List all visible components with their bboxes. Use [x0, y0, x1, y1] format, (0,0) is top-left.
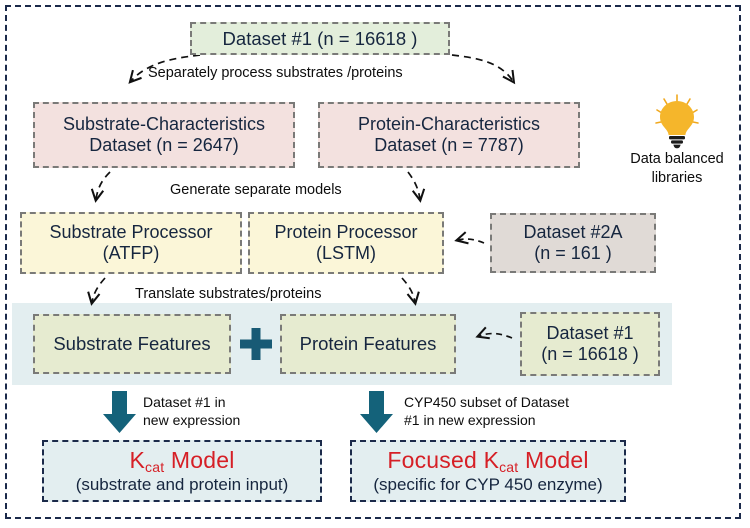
node-substrate-characteristics-line2: Dataset (n = 2647): [89, 135, 239, 155]
node-substrate-characteristics[interactable]: Substrate-Characteristics Dataset (n = 2…: [33, 102, 295, 168]
node-focused-kcat-model[interactable]: Focused Kcat Model (specific for CYP 450…: [350, 440, 626, 502]
node-protein-features-line1: Protein Features: [299, 333, 437, 355]
node-substrate-features-line1: Substrate Features: [53, 333, 211, 355]
node-dataset1-features-line2: (n = 16618 ): [541, 344, 639, 364]
node-protein-processor-line2: (LSTM): [316, 243, 376, 263]
node-kcat-model-subtitle: (substrate and protein input): [75, 475, 289, 495]
node-protein-processor-line1: Protein Processor: [274, 221, 418, 242]
bulb-note-line1: Data balanced: [630, 151, 724, 167]
node-dataset2a-line2: (n = 161 ): [534, 243, 612, 263]
node-substrate-characteristics-line1: Substrate-Characteristics: [62, 113, 266, 134]
node-kcat-model-title: Kcat Model: [129, 446, 235, 475]
label-translate-substrates-proteins: Translate substrates/proteins: [135, 286, 322, 302]
node-dataset1-top[interactable]: Dataset #1 (n = 16618 ): [190, 22, 450, 55]
node-substrate-processor-line2: (ATFP): [102, 243, 160, 263]
node-kcat-model[interactable]: Kcat Model (substrate and protein input): [42, 440, 322, 502]
node-substrate-features[interactable]: Substrate Features: [33, 314, 231, 374]
arrow-note-right-line1: CYP450 subset of Dataset: [404, 394, 569, 410]
arrow-note-left-line2: new expression: [143, 412, 241, 429]
plus-icon: [236, 324, 276, 364]
label-generate-separate-models: Generate separate models: [170, 182, 342, 198]
label-separately-process: Separately process substrates /proteins: [148, 65, 403, 81]
node-dataset2a-line1: Dataset #2A: [523, 221, 623, 242]
arrow-note-right: CYP450 subset of Dataset #1 in new expre…: [404, 393, 569, 430]
node-kcat-model-title-sub: cat: [145, 458, 165, 475]
node-kcat-model-title-suffix: Model: [164, 446, 235, 473]
node-kcat-model-title-prefix: K: [129, 446, 146, 473]
node-dataset2a[interactable]: Dataset #2A (n = 161 ): [490, 213, 656, 273]
arrow-note-left: Dataset #1 in new expression: [143, 393, 240, 430]
node-focused-kcat-model-subtitle: (specific for CYP 450 enzyme): [373, 475, 603, 495]
node-protein-characteristics-line1: Protein-Characteristics: [357, 113, 541, 134]
node-focused-kcat-model-title-prefix: Focused K: [387, 446, 500, 473]
node-protein-characteristics-line2: Dataset (n = 7787): [374, 135, 524, 155]
outer-frame: [5, 5, 741, 519]
node-substrate-processor[interactable]: Substrate Processor (ATFP): [20, 212, 242, 274]
node-protein-characteristics[interactable]: Protein-Characteristics Dataset (n = 778…: [318, 102, 580, 168]
node-dataset1-features[interactable]: Dataset #1 (n = 16618 ): [520, 312, 660, 376]
node-protein-processor[interactable]: Protein Processor (LSTM): [248, 212, 444, 274]
data-balanced-libraries-note: Data balanced libraries: [621, 150, 733, 187]
bulb-note-line2: libraries: [651, 169, 703, 186]
node-substrate-processor-line1: Substrate Processor: [49, 221, 213, 242]
node-dataset1-features-line1: Dataset #1: [546, 322, 634, 343]
node-focused-kcat-model-title-suffix: Model: [518, 446, 589, 473]
node-protein-features[interactable]: Protein Features: [280, 314, 456, 374]
node-dataset1-top-line1: Dataset #1 (n = 16618 ): [222, 27, 418, 49]
arrow-note-left-line1: Dataset #1 in: [143, 394, 226, 410]
node-focused-kcat-model-title: Focused Kcat Model: [387, 446, 589, 475]
arrow-note-right-line2: #1 in new expression: [404, 412, 536, 429]
node-focused-kcat-model-title-sub: cat: [499, 458, 519, 475]
